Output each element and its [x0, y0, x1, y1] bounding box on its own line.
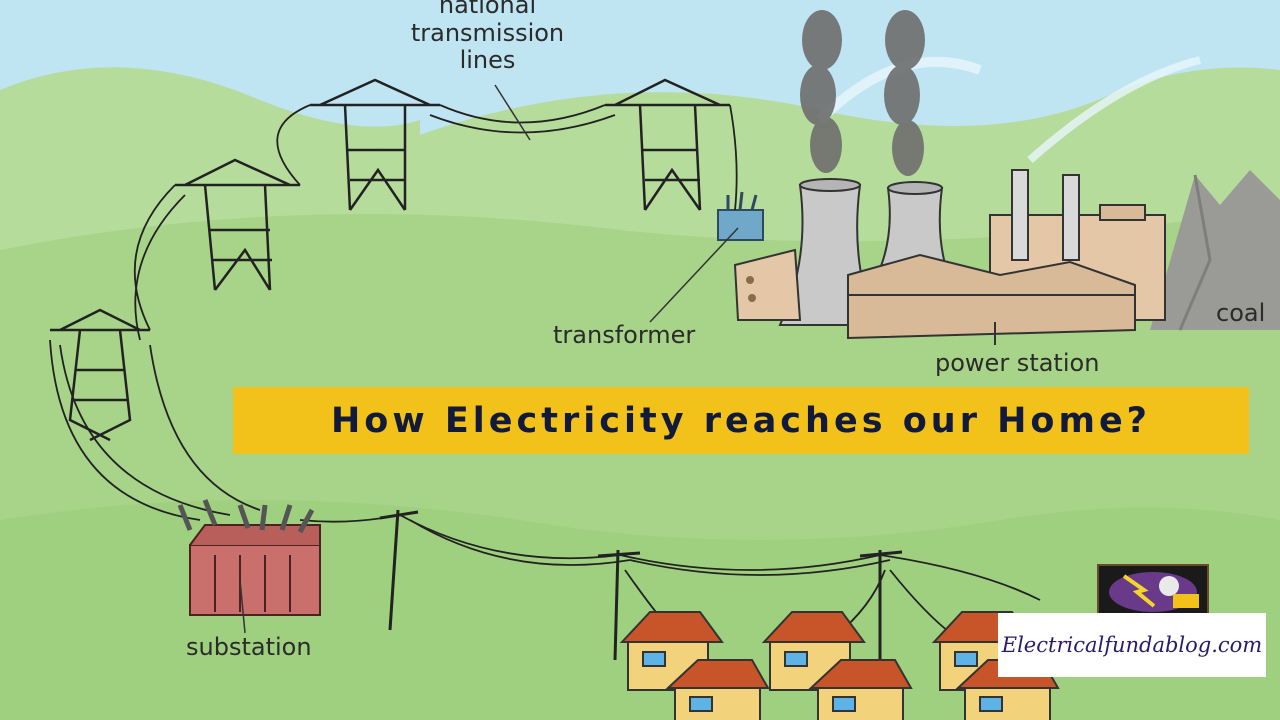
coal-label: coal: [1216, 299, 1266, 327]
substation-building: [177, 499, 321, 616]
transmission-pylons: [50, 78, 730, 442]
step-up-transformer: [717, 191, 764, 241]
transformer-label: transformer: [553, 321, 696, 349]
pylon-3: [310, 78, 440, 211]
site-logo: [1097, 564, 1209, 620]
label-pointers: [239, 84, 739, 634]
pylon-1: [50, 308, 150, 442]
label-line: transmission: [410, 18, 565, 47]
label-line: lines: [459, 46, 516, 75]
house: [665, 659, 770, 720]
national-transmission-lines-label: national transmission lines: [360, 0, 615, 75]
substation-label: substation: [186, 633, 312, 661]
smoke-plumes: [800, 10, 925, 176]
power-station-label: power station: [935, 349, 1100, 377]
coal-mountain: [1150, 170, 1280, 331]
site-name: Electricalfundablog.com: [1001, 633, 1263, 657]
house: [808, 659, 913, 720]
power-station: [733, 10, 1166, 345]
utility-poles: [379, 509, 903, 661]
label-line: national: [438, 0, 537, 19]
power-lines: [49, 104, 1041, 641]
elf-logo-icon: [1099, 566, 1207, 618]
houses: [619, 611, 1060, 720]
pylon-2: [175, 158, 300, 291]
title-banner: How Electricity reaches our Home?: [233, 387, 1249, 454]
banner-title: How Electricity reaches our Home?: [330, 400, 1151, 441]
watermark-banner: Electricalfundablog.com: [998, 613, 1266, 677]
pylon-4: [605, 78, 730, 211]
